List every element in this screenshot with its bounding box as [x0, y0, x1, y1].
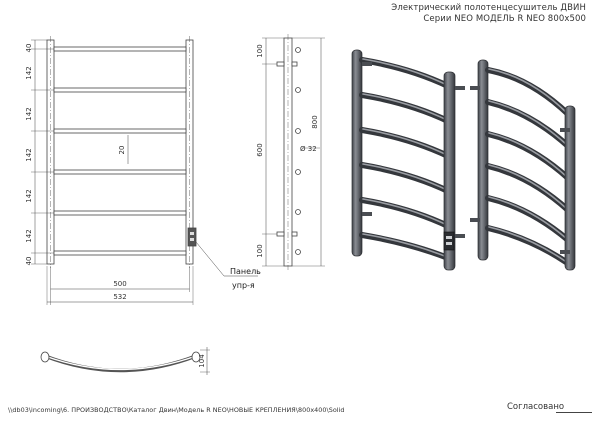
dim-width-inner: 500	[113, 280, 126, 288]
dim-width-outer: 532	[113, 293, 126, 301]
dim-pitch-1: 142	[25, 66, 33, 79]
iso-view-left	[351, 49, 465, 271]
side-rungs	[295, 47, 301, 255]
dim-side-diameter: Ø 32	[300, 145, 317, 153]
dim-side-top: 100	[256, 44, 264, 57]
callout-panel-line1: Панель	[230, 267, 261, 276]
front-view	[31, 36, 258, 305]
footer-approval-label: Согласовано	[507, 402, 565, 412]
dim-pitch-4: 142	[25, 189, 33, 202]
dim-side-height: 600	[256, 143, 264, 156]
callout-panel-line2: упр-я	[232, 281, 255, 290]
dim-top-front: 40	[25, 44, 33, 53]
dim-pitch-5: 142	[25, 229, 33, 242]
side-view	[262, 34, 325, 270]
approval-signature-line	[556, 412, 592, 413]
top-view	[40, 347, 210, 375]
title-line-1: Электрический полотенцесушитель ДВИН	[391, 3, 586, 13]
footer-file-path: \\db03\incoming\6. ПРОИЗВОДСТВО\Каталог …	[8, 406, 345, 414]
dim-bottom-front: 40	[25, 257, 33, 266]
dim-pitch-2: 142	[25, 107, 33, 120]
side-view-dimensions: 100 600 800 Ø 32 100	[256, 44, 319, 257]
dim-top-depth: 104	[198, 354, 206, 368]
iso-view-right	[470, 59, 576, 271]
dim-pitch-3: 142	[25, 148, 33, 161]
front-view-dimensions: 40 142 142 142 142 142 40 20 500 532 Пан…	[25, 44, 261, 301]
dim-side-total: 800	[311, 115, 319, 128]
control-panel	[187, 227, 197, 247]
dim-side-bottom: 100	[256, 244, 264, 257]
dim-inner: 20	[118, 146, 126, 155]
title-line-2: Серии NEO МОДЕЛЬ R NEO 800x500	[423, 14, 586, 24]
